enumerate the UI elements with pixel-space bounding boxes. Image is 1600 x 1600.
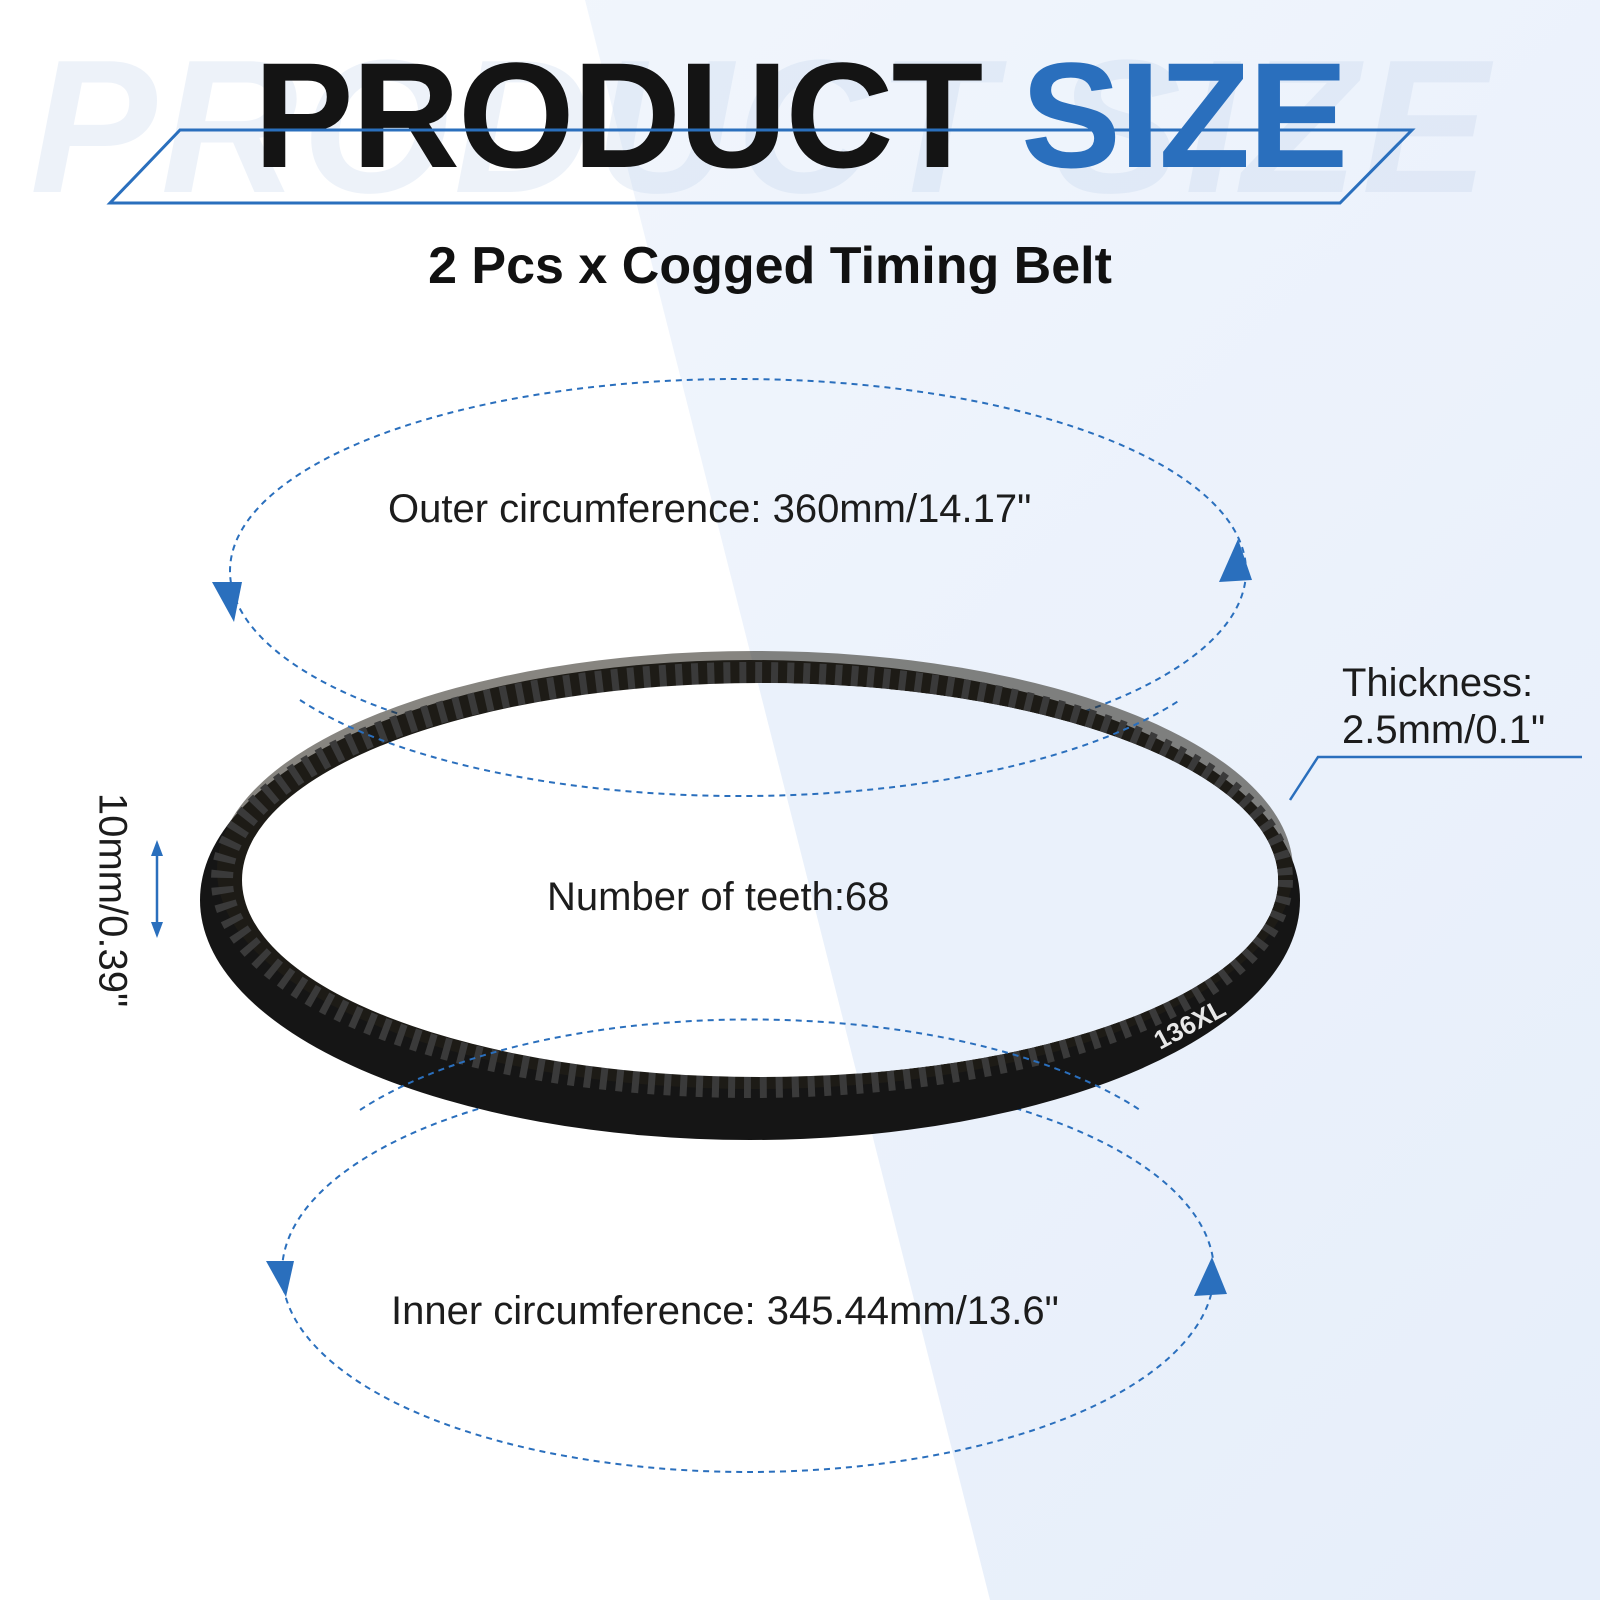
inner-left-arrow-icon bbox=[266, 1261, 294, 1297]
title-word-size: SIZE bbox=[1020, 31, 1348, 199]
inner-right-arrow-icon bbox=[1194, 1257, 1227, 1296]
teeth-count-label: Number of teeth:68 bbox=[547, 875, 890, 919]
inner-circumference-label: Inner circumference: 345.44mm/13.6" bbox=[391, 1289, 1059, 1333]
inner-guide-overlay bbox=[359, 1018, 1141, 1111]
thickness-label: Thickness: bbox=[1342, 661, 1534, 705]
page-title: PRODUCT SIZE bbox=[0, 40, 1600, 190]
thickness-leader-line bbox=[1288, 755, 1582, 801]
width-dimension-arrow-icon bbox=[151, 840, 163, 938]
title-word-product: PRODUCT bbox=[253, 31, 984, 199]
outer-right-arrow-icon bbox=[1219, 539, 1252, 582]
title-underline-frame bbox=[106, 128, 1416, 205]
watermark-text: PRODUCT SIZE bbox=[30, 21, 1493, 233]
page-subtitle: 2 Pcs x Cogged Timing Belt bbox=[428, 237, 1112, 295]
width-label: 10mm/0.39" bbox=[90, 792, 135, 1008]
outer-circumference-label: Outer circumference: 360mm/14.17" bbox=[388, 487, 1032, 531]
outer-left-arrow-icon bbox=[212, 582, 242, 622]
outer-guide-overlay bbox=[299, 699, 1181, 798]
thickness-value: 2.5mm/0.1" bbox=[1342, 708, 1546, 752]
